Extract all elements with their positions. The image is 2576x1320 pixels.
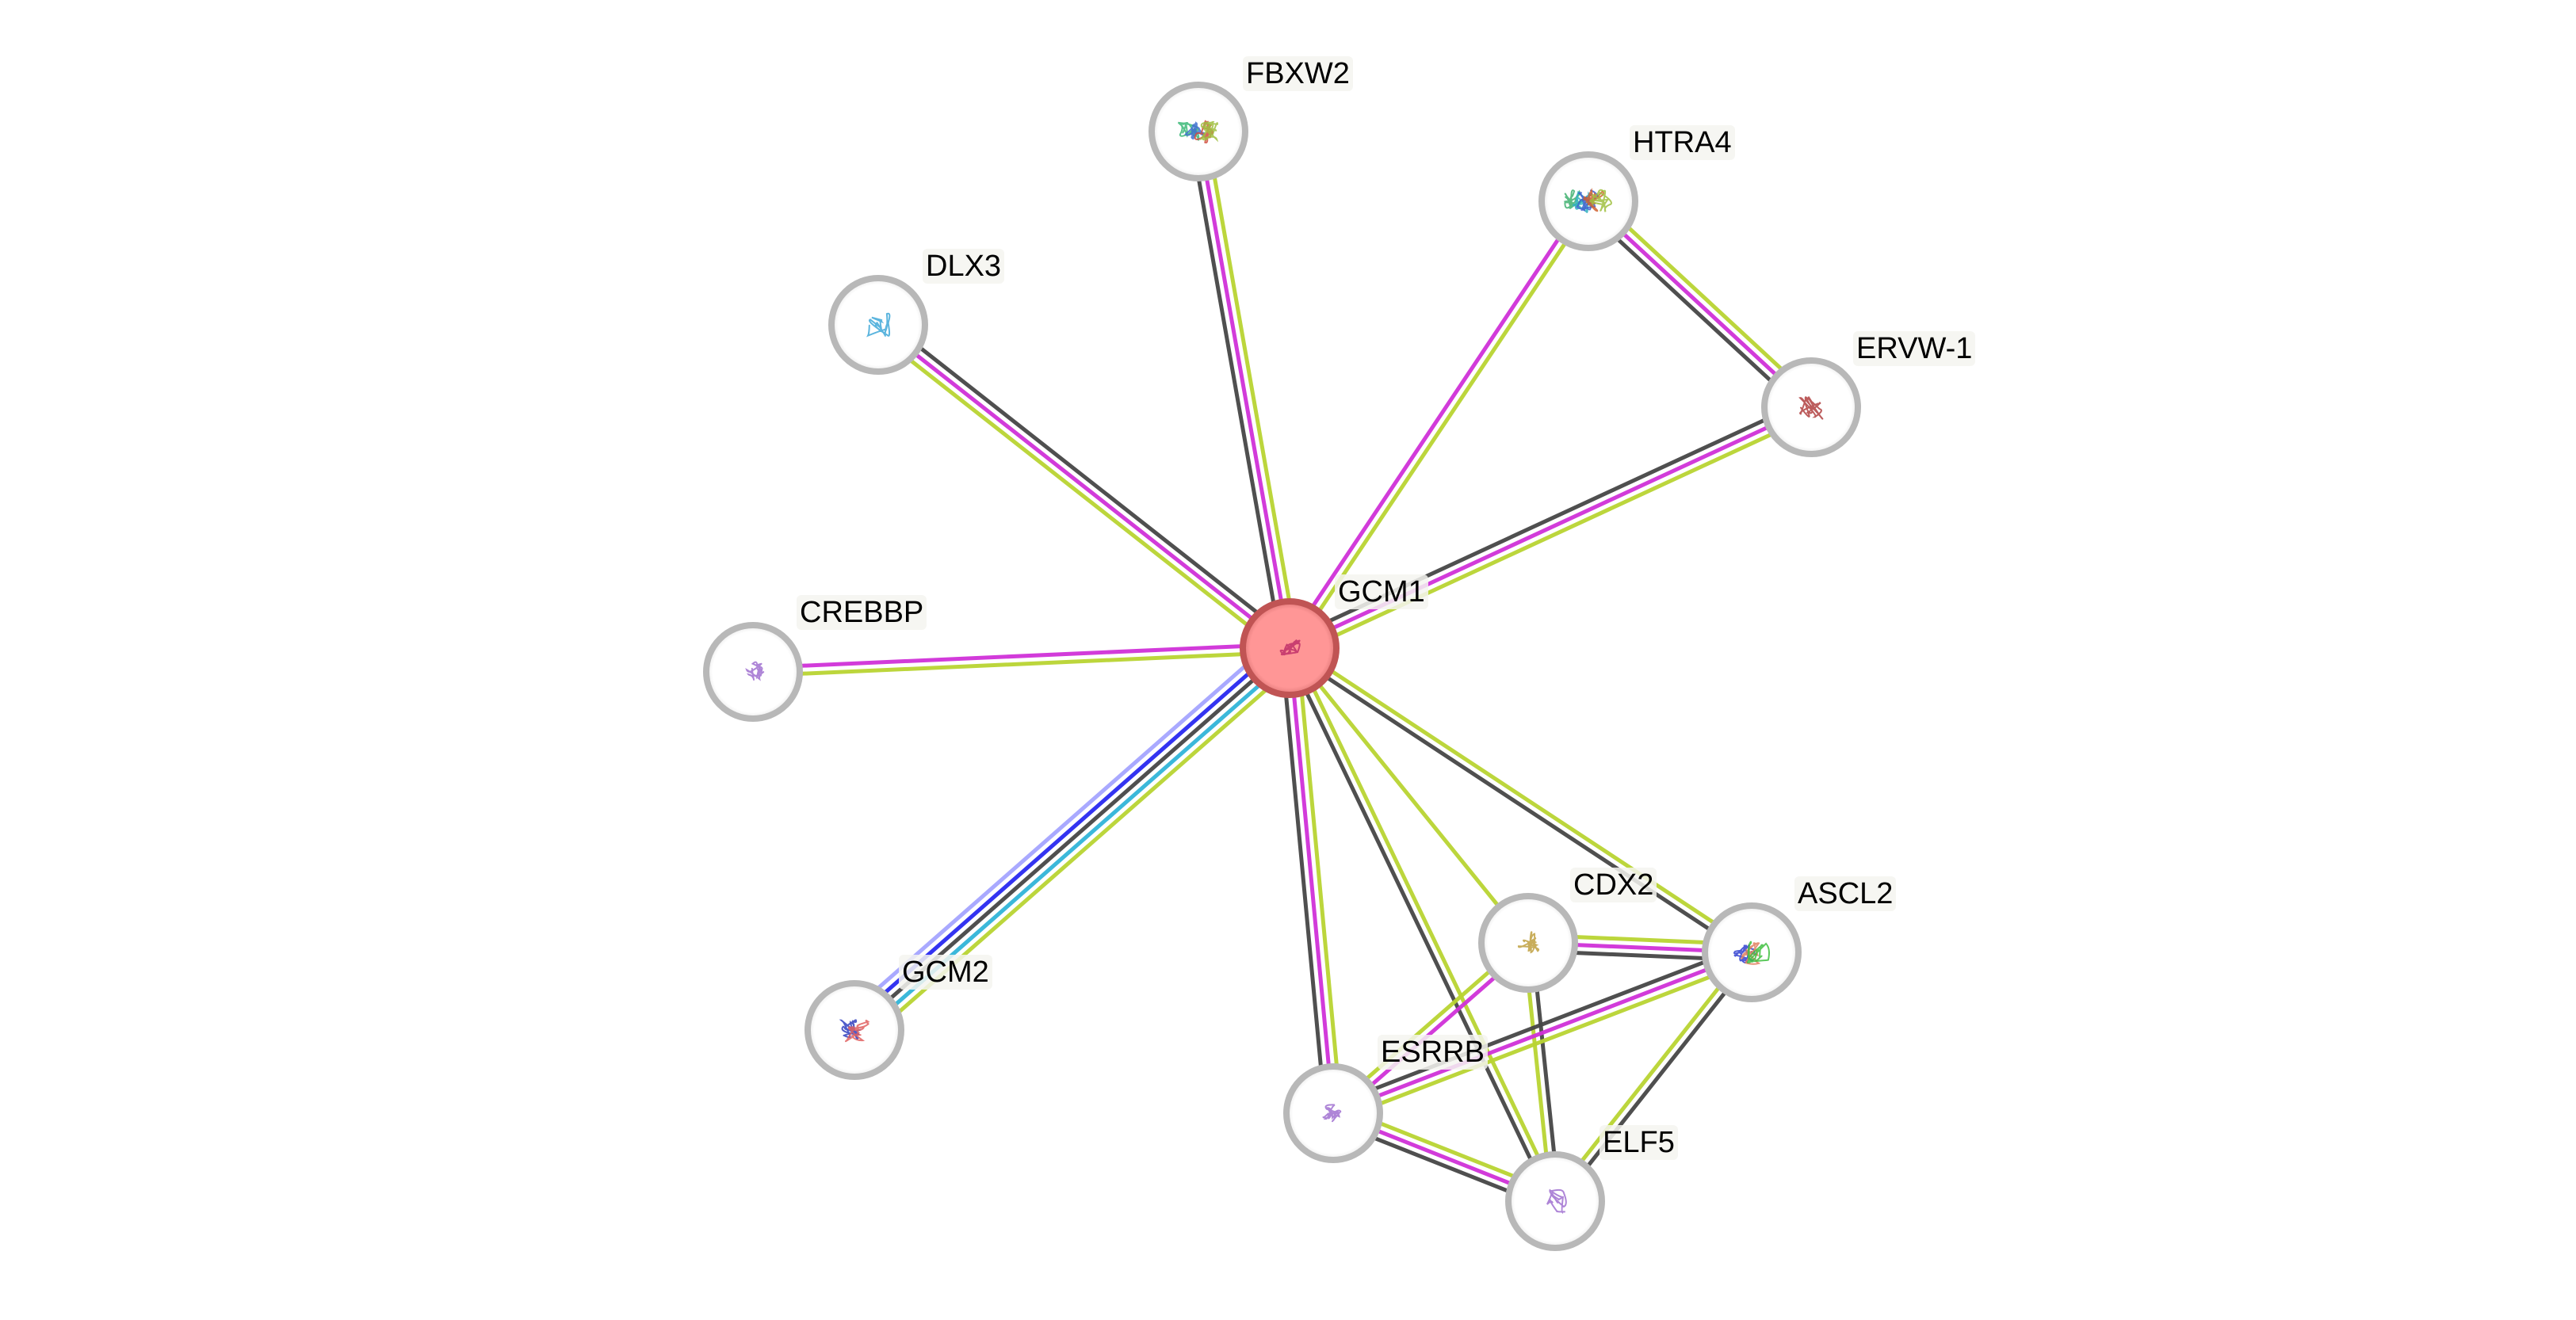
edge-ascl2-elf5[interactable] — [1550, 948, 1756, 1205]
nodes-layer — [703, 82, 1861, 1251]
edge-htra4-ervw-1[interactable] — [1581, 193, 1818, 415]
node-label-fbxw2[interactable]: FBXW2 — [1243, 56, 1353, 91]
edge-line-textmining — [1592, 193, 1818, 403]
node-cdx2[interactable] — [1478, 893, 1578, 993]
node-label-ervw-1[interactable]: ERVW-1 — [1853, 331, 1976, 366]
node-htra4[interactable] — [1538, 151, 1638, 251]
node-crebbp[interactable] — [703, 622, 803, 722]
edge-gcm1-cdx2[interactable] — [1288, 647, 1530, 944]
edge-line-textmining — [1204, 129, 1300, 647]
edge-line-experiments — [1284, 197, 1587, 647]
edge-line-textmining — [753, 650, 1290, 678]
edge-line-experiments — [1332, 950, 1752, 1116]
edge-line-coexpression — [1329, 943, 1750, 1108]
node-label-cdx2[interactable]: CDX2 — [1570, 868, 1657, 902]
edge-line-coexpression — [1188, 132, 1284, 650]
node-label-gcm2[interactable]: GCM2 — [899, 955, 992, 990]
edge-gcm1-htra4[interactable] — [1284, 197, 1594, 652]
edge-line-experiments — [1287, 647, 1336, 1114]
node-gcm1[interactable] — [1240, 598, 1340, 698]
node-label-dlx3[interactable]: DLX3 — [923, 249, 1005, 284]
edge-gcm1-esrrb[interactable] — [1279, 647, 1343, 1115]
node-dlx3[interactable] — [828, 275, 928, 375]
edge-line-textmining — [1335, 958, 1756, 1123]
node-ascl2[interactable] — [1702, 902, 1802, 1002]
protein-structure-icon — [1177, 120, 1219, 144]
edge-line-textmining — [1290, 643, 1756, 951]
edge-gcm1-fbxw2[interactable] — [1188, 129, 1300, 650]
edge-line-coexpression — [1581, 205, 1807, 415]
edge-line-textmining — [1291, 645, 1561, 1200]
protein-structure-icon — [1322, 1104, 1342, 1123]
edge-ascl2-esrrb[interactable] — [1329, 943, 1756, 1123]
node-label-esrrb[interactable]: ESRRB — [1378, 1035, 1488, 1070]
protein-structure-icon — [1798, 396, 1824, 420]
edge-line-textmining — [1295, 647, 1343, 1113]
edge-line-textmining — [1288, 647, 1530, 944]
protein-structure-icon — [1517, 931, 1540, 954]
node-esrrb[interactable] — [1283, 1063, 1383, 1163]
edge-line-experiments — [1587, 200, 1813, 409]
edge-gcm1-dlx3[interactable] — [872, 317, 1296, 656]
edge-line-experiments — [877, 323, 1291, 650]
edge-line-experiments — [1288, 405, 1813, 650]
node-ervw-1[interactable] — [1761, 357, 1861, 457]
edge-gcm1-ascl2[interactable] — [1286, 643, 1756, 958]
edge-line-coexpression — [1279, 648, 1328, 1115]
node-fbxw2[interactable] — [1148, 82, 1248, 181]
edge-line-textmining — [1292, 412, 1816, 658]
protein-structure-icon — [1279, 639, 1301, 656]
edge-line-experiments — [1196, 131, 1292, 649]
edge-gcm1-crebbp[interactable] — [752, 642, 1290, 678]
protein-structure-icon — [839, 1019, 870, 1043]
edge-line-coexpression — [1286, 650, 1751, 958]
protein-structure-icon — [1563, 188, 1612, 213]
node-label-elf5[interactable]: ELF5 — [1599, 1125, 1678, 1160]
node-circle[interactable] — [1505, 1151, 1605, 1251]
edge-line-cooccurrence — [843, 635, 1281, 1020]
node-label-ascl2[interactable]: ASCL2 — [1794, 876, 1897, 911]
edge-line-coexpression — [881, 317, 1296, 644]
edge-line-experiments — [752, 642, 1290, 670]
edge-line-coexpression — [1556, 953, 1756, 1205]
node-label-gcm1[interactable]: GCM1 — [1335, 574, 1428, 609]
node-label-htra4[interactable]: HTRA4 — [1630, 125, 1735, 160]
edge-line-textmining — [1550, 948, 1751, 1200]
edge-line-coexpression — [1284, 649, 1554, 1204]
edge-gcm1-elf5[interactable] — [1284, 645, 1561, 1204]
node-elf5[interactable] — [1505, 1151, 1605, 1251]
node-gcm2[interactable] — [805, 980, 904, 1080]
protein-structure-icon — [866, 312, 891, 338]
protein-structure-icon — [1733, 940, 1771, 965]
node-label-crebbp[interactable]: CREBBP — [797, 595, 927, 630]
edge-line-textmining — [872, 329, 1286, 656]
protein-structure-icon — [1546, 1188, 1567, 1215]
protein-structure-icon — [745, 661, 765, 681]
